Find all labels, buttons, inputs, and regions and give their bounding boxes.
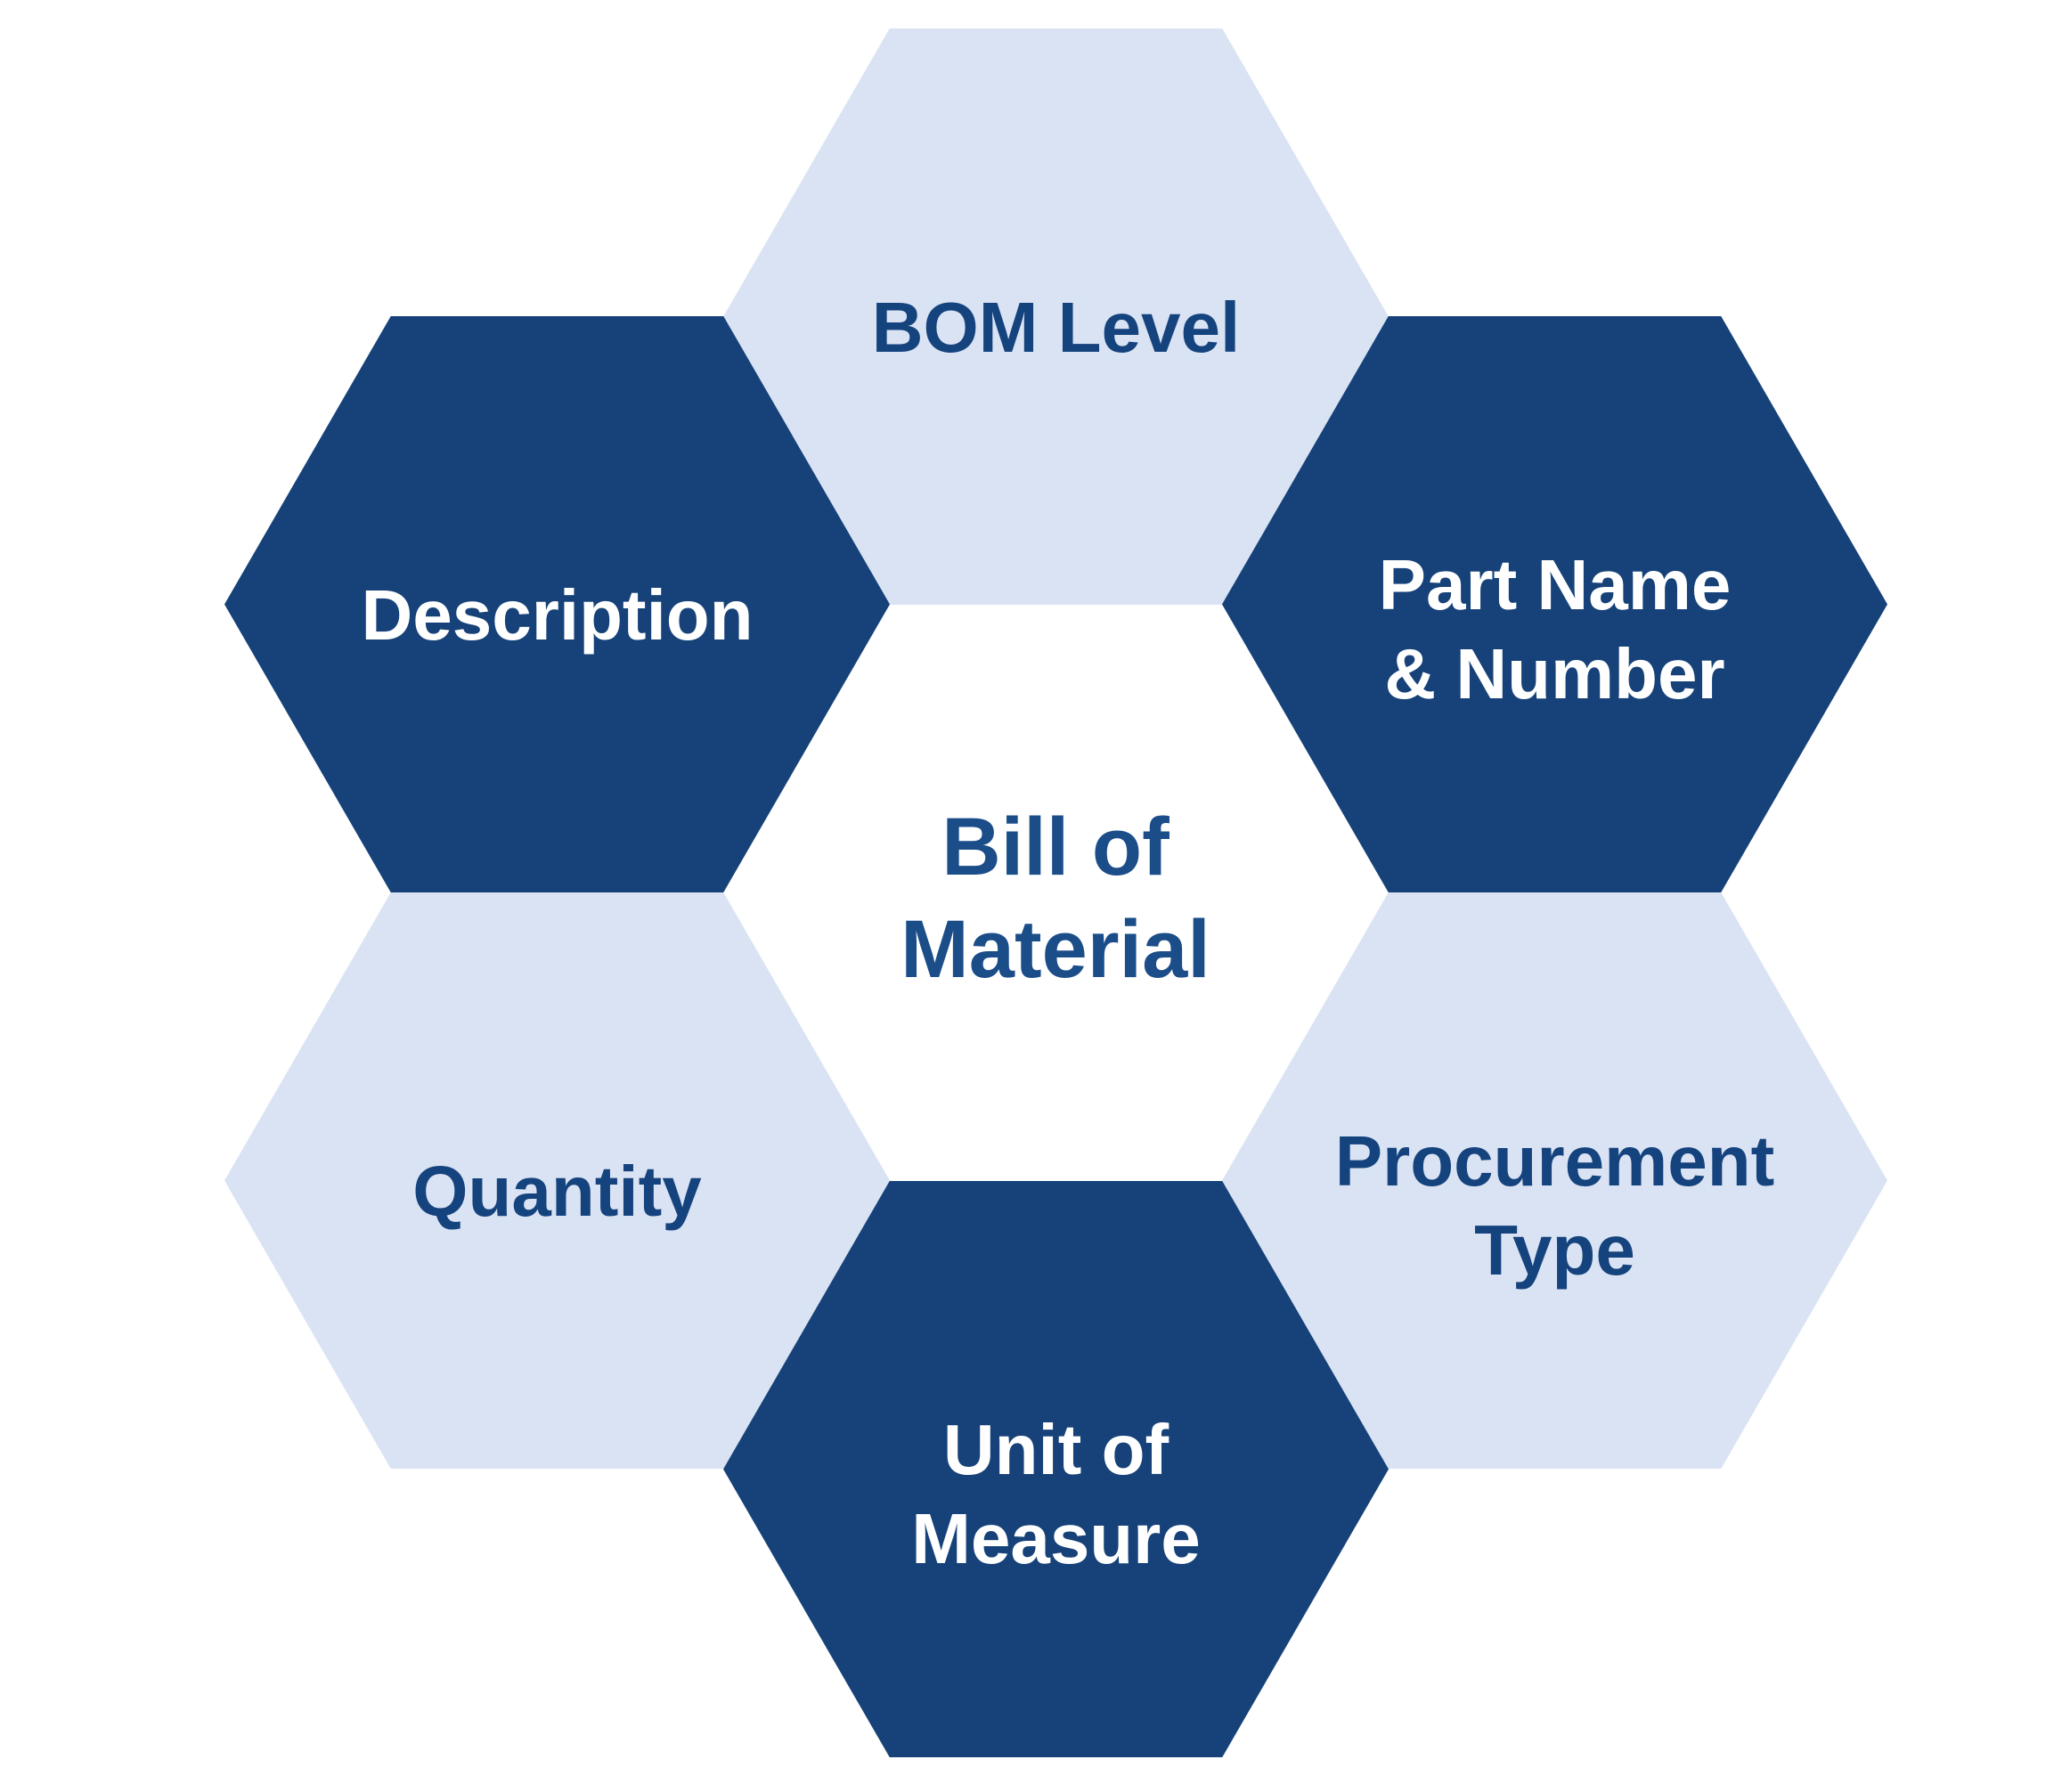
hexagon-label: Unit of Measure [911,1409,1201,1578]
hexagon-label: Quantity [412,1151,702,1231]
hexagon-label: Part Name & Number [1378,544,1732,713]
hexagon-procurement-type: Procurement Type [1222,892,1887,1469]
diagram-title: Bill of Material [901,802,1210,995]
hexagon-quantity: Quantity [224,892,890,1469]
hexagon-label: Procurement Type [1334,1120,1775,1290]
hexagon-label: BOM Level [871,287,1241,367]
hexagon-unit-of-measure: Unit of Measure [723,1181,1389,1757]
hexagon-label: Description [361,574,754,655]
